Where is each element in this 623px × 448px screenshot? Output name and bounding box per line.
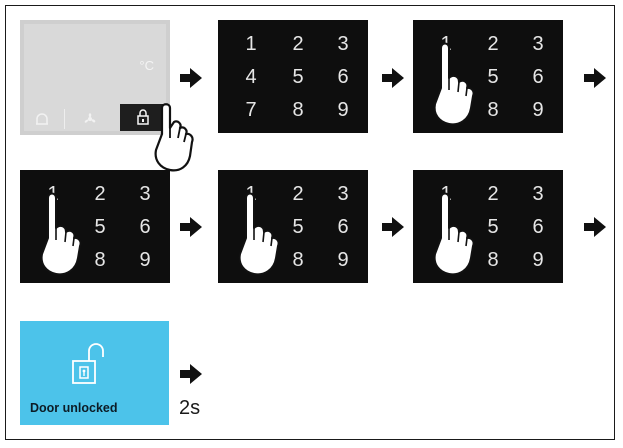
keypad-key-1[interactable]: 1 <box>245 33 257 55</box>
keypad-key-6[interactable]: 6 <box>337 66 349 88</box>
keypad-key-2[interactable]: 2 <box>94 183 106 205</box>
arrow-right-icon <box>584 68 606 88</box>
keypad-key-5[interactable]: 5 <box>292 216 304 238</box>
door-unlocked-screen: Door unlocked <box>20 321 169 425</box>
keypad-key-5[interactable]: 5 <box>292 66 304 88</box>
arrow-right-icon <box>180 217 202 237</box>
keypad-key-9[interactable]: 9 <box>532 99 544 121</box>
keypad-screen: 1 2 3 4 5 6 7 8 9 <box>218 20 368 133</box>
keypad-key-5[interactable]: 5 <box>94 216 106 238</box>
keypad-key-3[interactable]: 3 <box>337 183 349 205</box>
diagram-frame <box>5 5 615 440</box>
divider <box>64 109 65 129</box>
keypad-key-8[interactable]: 8 <box>487 249 499 271</box>
keypad-key-5[interactable]: 5 <box>487 66 499 88</box>
lock-button[interactable] <box>120 104 166 131</box>
keypad-key-7[interactable]: 7 <box>245 99 257 121</box>
keypad-key-8[interactable]: 8 <box>292 249 304 271</box>
keypad-key-8[interactable]: 8 <box>292 99 304 121</box>
hand-pointer-icon <box>433 42 475 126</box>
keypad-key-3[interactable]: 3 <box>337 33 349 55</box>
keypad-key-2[interactable]: 2 <box>292 183 304 205</box>
arrow-right-icon <box>382 68 404 88</box>
keypad-key-9[interactable]: 9 <box>139 249 151 271</box>
keypad-key-2[interactable]: 2 <box>487 33 499 55</box>
keypad-key-6[interactable]: 6 <box>532 66 544 88</box>
hand-pointer-icon <box>433 192 475 276</box>
keypad-key-2[interactable]: 2 <box>292 33 304 55</box>
arrow-right-icon <box>382 217 404 237</box>
fan-icon <box>84 113 96 123</box>
keypad-key-9[interactable]: 9 <box>532 249 544 271</box>
arrow-right-icon <box>180 364 202 384</box>
hand-pointer-icon <box>238 192 280 276</box>
keypad-key-6[interactable]: 6 <box>337 216 349 238</box>
keypad-key-8[interactable]: 8 <box>94 249 106 271</box>
keypad-key-3[interactable]: 3 <box>139 183 151 205</box>
temperature-unit: °C <box>139 58 154 73</box>
keypad-key-6[interactable]: 6 <box>139 216 151 238</box>
keypad-key-8[interactable]: 8 <box>487 99 499 121</box>
arrow-right-icon <box>584 217 606 237</box>
bell-icon <box>36 113 48 125</box>
keypad-key-5[interactable]: 5 <box>487 216 499 238</box>
arrow-right-icon <box>180 68 202 88</box>
lock-icon <box>137 109 149 125</box>
open-padlock-icon <box>72 343 104 384</box>
keypad-key-4[interactable]: 4 <box>245 66 257 88</box>
hand-pointer-icon <box>40 192 82 276</box>
hand-pointer-icon <box>154 103 194 172</box>
keypad-key-9[interactable]: 9 <box>337 249 349 271</box>
keypad-key-3[interactable]: 3 <box>532 33 544 55</box>
home-screen: °C <box>20 20 170 135</box>
keypad-key-6[interactable]: 6 <box>532 216 544 238</box>
duration-label: 2s <box>179 397 201 419</box>
keypad-key-3[interactable]: 3 <box>532 183 544 205</box>
keypad-key-9[interactable]: 9 <box>337 99 349 121</box>
keypad-key-2[interactable]: 2 <box>487 183 499 205</box>
door-unlocked-label: Door unlocked <box>30 401 118 415</box>
